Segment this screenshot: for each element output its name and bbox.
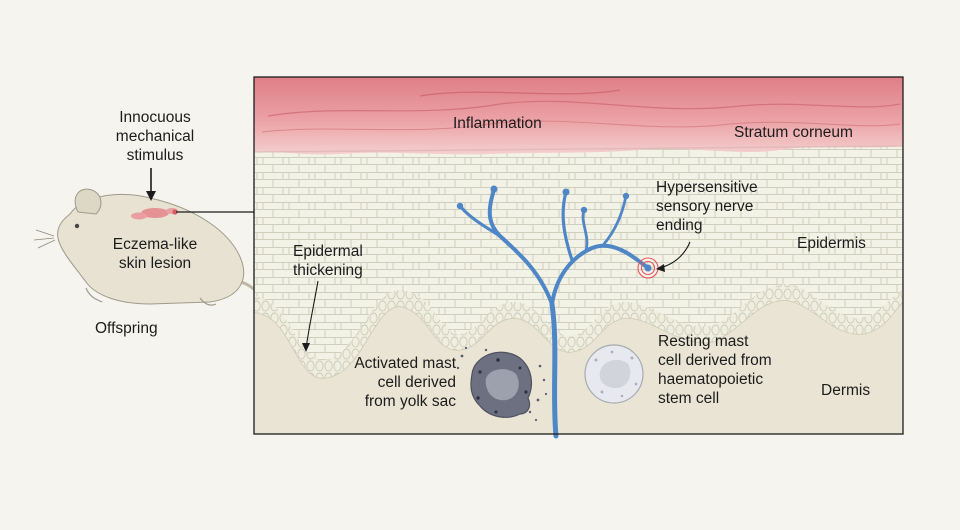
skin-lesion: [131, 208, 178, 220]
lesion-label: Eczema-like skin lesion: [100, 235, 210, 273]
activated-mast-cell-label-line: Activated mast: [354, 355, 456, 372]
mouse-eye: [74, 223, 80, 229]
lesion-label-line: skin lesion: [118, 255, 192, 272]
nerve-ending-label-line: Hypersensitive: [656, 179, 758, 196]
epidermal-thickening-label-line: Epidermal: [293, 243, 363, 260]
lesion-label-line: Eczema-like: [112, 236, 198, 253]
dermis-label: Dermis: [821, 382, 871, 399]
nerve-ending-terminals: [456, 185, 630, 214]
mouse-ear: [74, 188, 102, 215]
resting-mast-cell-label-line: haematopoietic: [658, 371, 764, 388]
resting-mast-cell-label: Resting mast cell derived from haematopo…: [658, 332, 772, 408]
nerve-ending-label-line: sensory nerve: [656, 198, 754, 215]
epidermal-thickening-label: Epidermal thickening: [293, 242, 363, 280]
activated-mast-cell-label-line: cell derived: [377, 374, 456, 391]
skin-section: [254, 77, 903, 434]
resting-mast-cell-label-line: stem cell: [658, 390, 720, 407]
inflammation-label: Inflammation: [453, 115, 542, 132]
resting-mast-cell-label-line: cell derived from: [658, 352, 772, 369]
epidermal-thickening-label-line: thickening: [293, 262, 363, 279]
skin-section-frame: [253, 76, 904, 435]
offspring-label: Offspring: [95, 320, 158, 337]
stratum-corneum-label: Stratum corneum: [734, 124, 853, 141]
stimulus-label-line: mechanical: [115, 128, 195, 145]
stimulus-label-line: Innocuous: [119, 109, 191, 126]
activated-mast-cell: [456, 346, 548, 422]
nerve-ending-label-line: ending: [656, 217, 703, 234]
sensory-nerve: [458, 188, 650, 439]
activated-mast-cell-label-line: from yolk sac: [364, 393, 456, 410]
thickening-arrow: [305, 280, 319, 349]
resting-mast-cell-label-line: Resting mast: [658, 333, 749, 350]
hypersensitive-nerve-ending: [637, 257, 659, 279]
mouse: [33, 188, 264, 306]
activated-mast-cell-label: Activated mast cell derived from yolk sa…: [320, 354, 456, 411]
stimulus-label-line: stimulus: [126, 147, 184, 164]
stimulus-arrow: [146, 168, 156, 201]
basal-layer: [254, 284, 903, 378]
stratum-corneum-layer: [254, 77, 903, 155]
resting-mast-cell: [584, 344, 644, 404]
epidermis-label: Epidermis: [797, 235, 866, 252]
nerve-ending-label: Hypersensitive sensory nerve ending: [656, 178, 758, 235]
stimulus-label: Innocuous mechanical stimulus: [100, 108, 210, 165]
